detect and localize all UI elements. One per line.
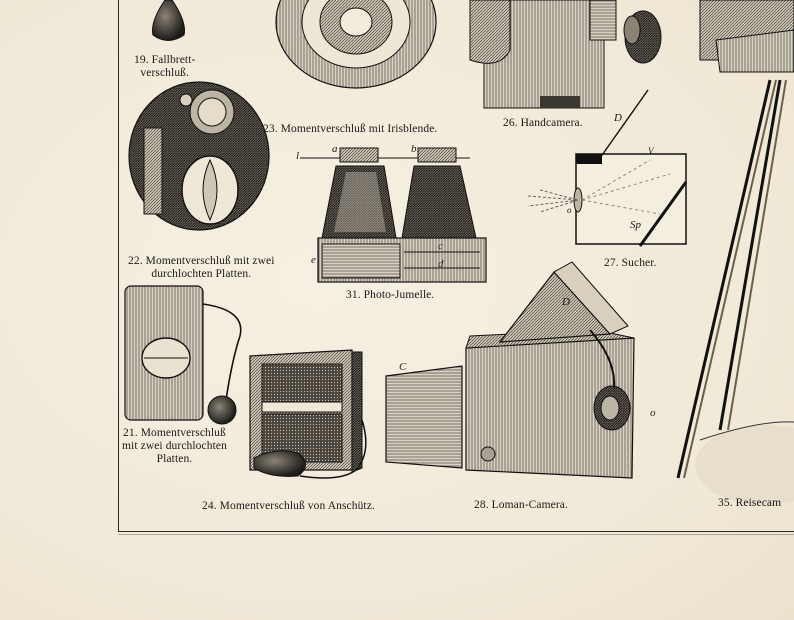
caption-fig31: 31. Photo-Jumelle.: [346, 289, 435, 301]
letter-V-sucher: V: [648, 146, 654, 156]
letter-Sp-sucher: Sp: [630, 219, 641, 231]
caption-fig22-line2: durchlochten Platten.: [151, 268, 252, 280]
plate-border-bottom: [118, 531, 794, 532]
letter-o-loman: o: [650, 407, 656, 419]
fig28-loman-camera: [385, 261, 635, 479]
caption-fig19-line1: 19. Fallbrett-: [134, 54, 196, 66]
letter-C-loman: C: [399, 361, 407, 373]
letter-D-sucher: D: [614, 112, 622, 124]
fig35-travel-camera: [676, 0, 794, 505]
letter-b: b: [411, 143, 417, 155]
caption-fig21-line3: Platten.: [156, 453, 193, 465]
caption-fig28: 28. Loman-Camera.: [474, 499, 568, 511]
letter-a: a: [332, 143, 338, 155]
caption-fig19: 19. Fallbrett- verschluß.: [134, 54, 195, 80]
caption-fig21: 21. Momentverschluß mit zwei durchlochte…: [122, 427, 227, 466]
caption-fig22-line1: 22. Momentverschluß mit zwei: [128, 255, 275, 267]
plate-border-left: [118, 0, 119, 532]
fig19-bulb: [152, 0, 185, 41]
fig26-handcamera: [469, 0, 662, 109]
caption-fig22: 22. Momentverschluß mit zwei durchlochte…: [128, 255, 275, 281]
fig21-shutter-bulb: [124, 285, 242, 425]
caption-fig35: 35. Reisecam: [718, 497, 782, 509]
letter-l: l: [296, 150, 300, 162]
caption-fig21-line1: 21. Momentverschluß: [123, 427, 226, 439]
letter-D-loman: D: [562, 296, 570, 308]
caption-fig24: 24. Momentverschluß von Anschütz.: [202, 500, 375, 512]
caption-fig19-line2: verschluß.: [140, 67, 190, 79]
caption-fig21-line2: mit zwei durchlochten: [122, 440, 227, 452]
caption-fig27: 27. Sucher.: [604, 257, 657, 269]
plate-border-bottom-outer: [118, 534, 794, 535]
fig22-oval-shutter: [128, 81, 270, 231]
fig23-iris-shutter: [275, 0, 437, 89]
caption-fig23: 23. Momentverschluß mit Irisblende.: [263, 123, 438, 135]
fig24-anschuetz-shutter: [249, 349, 367, 479]
fig31-photo-jumelle: [300, 147, 487, 283]
letter-d: d: [438, 258, 444, 270]
letter-e: e: [311, 254, 316, 266]
fig27-viewfinder: [527, 89, 688, 247]
caption-fig26: 26. Handcamera.: [503, 117, 583, 129]
letter-o-sucher: o: [567, 205, 572, 215]
letter-c: c: [438, 240, 443, 252]
